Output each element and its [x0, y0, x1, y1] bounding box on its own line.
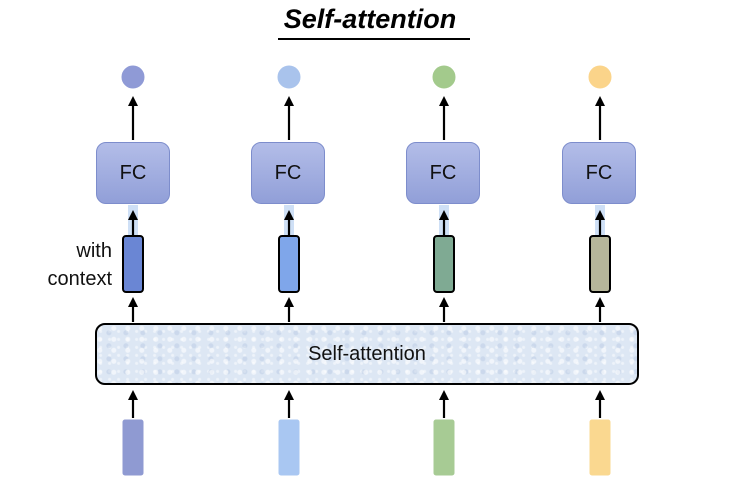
fc-box-1: FC — [96, 142, 170, 204]
fc-box-4: FC — [562, 142, 636, 204]
with-label: with — [76, 240, 112, 262]
context-vector-3 — [433, 235, 455, 293]
self-attention-block: Self-attention — [95, 323, 639, 385]
context-vector-1 — [122, 235, 144, 293]
output-circle-3 — [432, 65, 456, 89]
output-circle-4 — [588, 65, 612, 89]
title-underline — [278, 38, 470, 40]
fc-box-2: FC — [251, 142, 325, 204]
diagram-title: Self-attention — [283, 4, 457, 34]
fc-box-3: FC — [406, 142, 480, 204]
output-circle-1 — [121, 65, 145, 89]
input-vector-3 — [433, 419, 455, 476]
context-vector-4 — [589, 235, 611, 293]
input-vector-2 — [278, 419, 300, 476]
input-vector-4 — [589, 419, 611, 476]
context-label: context — [47, 268, 112, 290]
input-vector-1 — [122, 419, 144, 476]
output-circle-2 — [277, 65, 301, 89]
context-vector-2 — [278, 235, 300, 293]
